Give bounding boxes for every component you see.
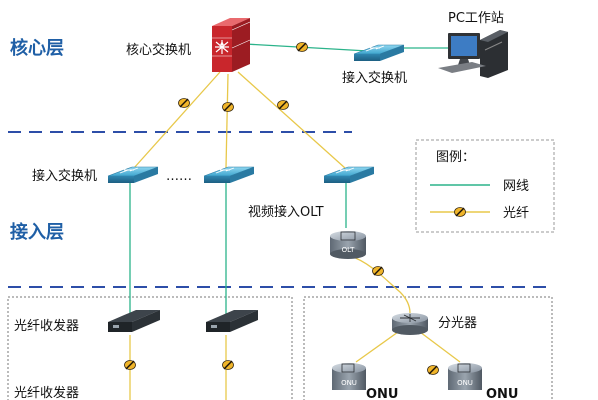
pon-group-box (303, 296, 553, 400)
fiber-marker (221, 101, 235, 113)
layer-label-access: 接入层 (10, 221, 64, 243)
fiber-olt-to-splitter (349, 255, 411, 314)
fiber-core-to-switch1 (133, 71, 221, 169)
fiber-splitter-to-onu1 (355, 331, 399, 363)
olt-tag: OLT (342, 246, 355, 254)
splitter-icon (392, 313, 428, 335)
fiber-marker (221, 359, 235, 371)
legend: 图例： 网线 光纤 (415, 139, 555, 233)
access-switch-right-label: 接入交换机 (342, 70, 407, 86)
fiber-converter-label-1: 光纤收发器 (14, 318, 79, 334)
access-switch-olt-uplink-icon (323, 166, 375, 184)
pc-workstation-icon (438, 30, 508, 78)
fiber-marker (453, 206, 467, 218)
fiber-converter-icon (108, 310, 160, 332)
access-switch-middle-icon (203, 166, 255, 184)
legend-fiber-label: 光纤 (503, 206, 529, 221)
splitter-label: 分光器 (438, 316, 477, 331)
core-switch-label: 核心交换机 (126, 42, 191, 58)
olt-icon: OLT (330, 231, 366, 259)
pc-workstation-label: PC工作站 (448, 11, 504, 26)
onu-label-1: ONU (366, 387, 399, 400)
fiber-converter-label-2: 光纤收发器 (14, 385, 79, 400)
onu-icon: ONU (332, 363, 366, 390)
ellipsis-label: …… (166, 169, 192, 184)
video-olt-label: 视频接入OLT (248, 204, 324, 220)
access-switch-left-label: 接入交换机 (32, 168, 97, 184)
onu-tag: ONU (341, 379, 357, 387)
core-switch-icon (212, 18, 251, 72)
access-switch-left-icon (107, 166, 159, 184)
fiber-marker (295, 41, 309, 53)
access-switch-right-icon (353, 44, 405, 62)
onu-tag: ONU (457, 379, 473, 387)
onu-icon: ONU (448, 363, 482, 390)
fiber-splitter-to-onu2 (419, 331, 461, 363)
layer-label-core: 核心层 (10, 37, 64, 59)
converter-group-box (7, 296, 293, 400)
legend-network-line-label: 网线 (503, 179, 529, 194)
fiber-core-to-switch3 (237, 71, 346, 169)
fiber-converter-icon (206, 310, 258, 332)
fiber-marker (177, 97, 191, 109)
legend-title: 图例： (436, 150, 475, 165)
fiber-marker (276, 99, 290, 111)
fiber-marker (426, 364, 440, 376)
fiber-marker (371, 265, 385, 277)
fiber-core-to-switch2 (225, 73, 229, 169)
fiber-marker (123, 359, 137, 371)
onu-label-2: ONU (486, 387, 519, 400)
